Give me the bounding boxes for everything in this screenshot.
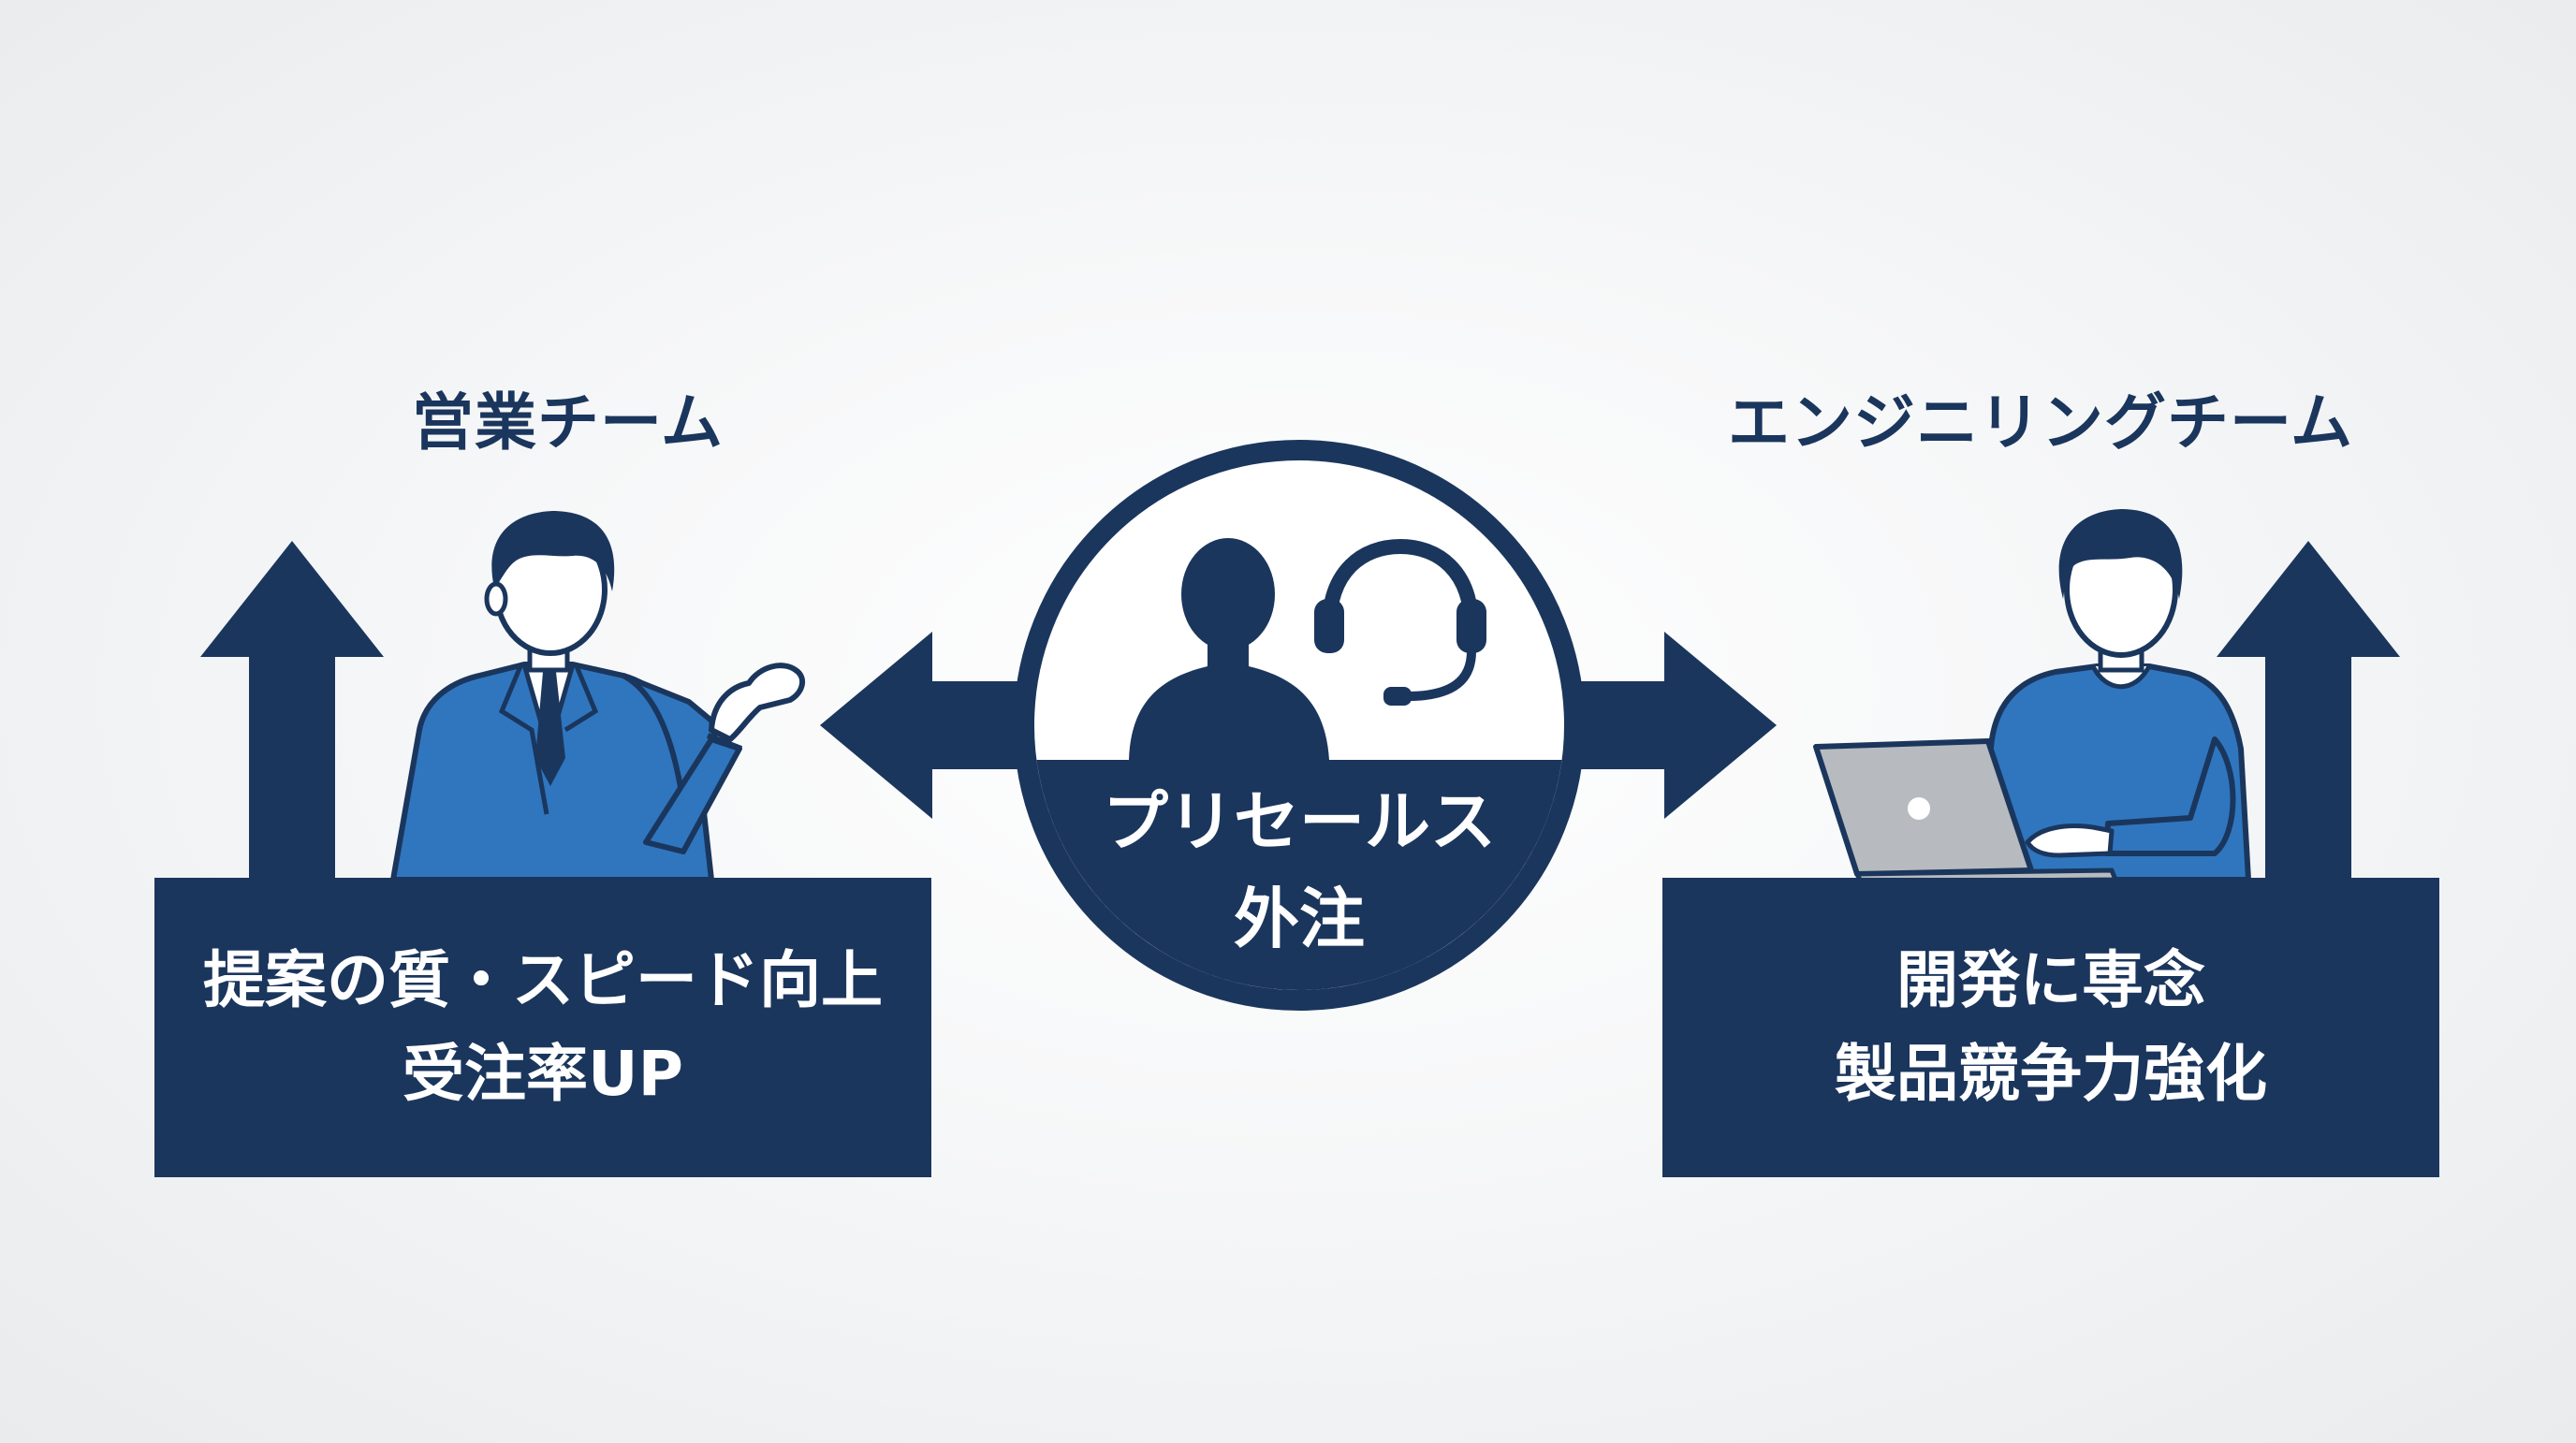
left-up-arrow-icon: [200, 541, 384, 880]
person-silhouette-icon: [1129, 538, 1329, 760]
right-benefit-box: [1662, 878, 2439, 1177]
left-benefit-line1: 提案の質・スピード向上: [203, 944, 883, 1016]
left-benefit-text: 提案の質・スピード向上 受注率UP: [154, 934, 931, 1121]
engineer-with-laptop-icon: [1813, 509, 2251, 884]
presales-line2: 外注: [1234, 881, 1365, 957]
right-benefit-line1: 開発に専念: [1896, 944, 2205, 1016]
left-benefit-line2: 受注率UP: [402, 1038, 683, 1110]
left-arrow-icon: [820, 632, 1067, 819]
right-benefit-text: 開発に専念 製品競争力強化: [1662, 934, 2439, 1121]
right-benefit-line2: 製品競争力強化: [1835, 1038, 2267, 1110]
presales-label: プリセールス 外注: [1037, 773, 1561, 968]
right-up-arrow-icon: [2217, 541, 2400, 880]
left-benefit-box: [154, 878, 931, 1177]
sales-team-title: 営業チーム: [412, 386, 724, 459]
businessman-presenting-icon: [390, 511, 806, 882]
engineering-team-title: エンジニリングチーム: [1728, 386, 2354, 459]
presales-line1: プリセールス: [1103, 783, 1496, 860]
right-arrow-icon: [1530, 632, 1777, 819]
headset-icon: [1314, 538, 1486, 706]
